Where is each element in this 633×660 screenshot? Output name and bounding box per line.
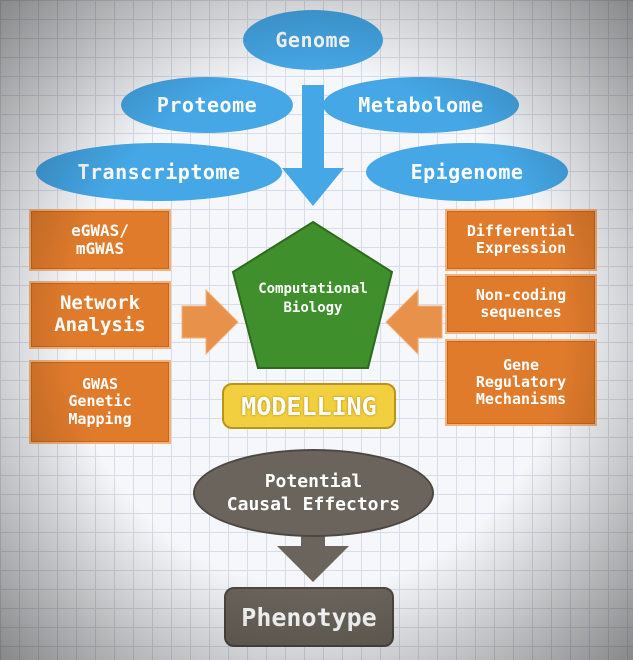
ewas-box: eGWAS/ mGWAS: [29, 209, 171, 271]
gene-regulatory-box: Gene Regulatory Mechanisms: [445, 339, 597, 426]
noncoding-label: Non-coding sequences: [475, 285, 567, 321]
epigenome-node: Epigenome: [366, 143, 568, 201]
gwas-label: GWAS Genetic Mapping: [68, 375, 132, 428]
genome-label: Genome: [275, 28, 351, 52]
computational-biology-pentagon: [231, 220, 394, 369]
ewas-label: eGWAS/ mGWAS: [71, 220, 129, 258]
epigenome-label: Epigenome: [410, 160, 524, 184]
network-analysis-box: Network Analysis: [29, 281, 171, 349]
noncoding-box: Non-coding sequences: [445, 274, 597, 334]
genome-node: Genome: [243, 10, 383, 70]
differential-expression-box: Differential Expression: [445, 209, 597, 271]
differential-expression-label: Differential Expression: [466, 221, 576, 257]
gene-regulatory-label: Gene Regulatory Mechanisms: [475, 355, 567, 409]
computational-biology-label: Computational Biology: [258, 281, 368, 316]
effectors-to-phenotype-arrow: [277, 536, 349, 582]
transcriptome-label: Transcriptome: [77, 160, 241, 184]
metabolome-label: Metabolome: [358, 93, 484, 117]
network-analysis-label: Network Analysis: [54, 292, 146, 336]
omics-to-biology-arrow: [282, 85, 344, 206]
right-input-arrow: [385, 288, 443, 356]
causal-effectors-node: Potential Causal Effectors: [193, 449, 434, 537]
modelling-label: MODELLING: [241, 391, 377, 421]
causal-effectors-label: Potential Causal Effectors: [226, 470, 401, 515]
left-input-arrow: [181, 288, 239, 356]
phenotype-box: Phenotype: [224, 587, 394, 647]
metabolome-node: Metabolome: [323, 77, 519, 133]
gwas-box: GWAS Genetic Mapping: [29, 360, 171, 444]
modelling-box: MODELLING: [222, 383, 396, 429]
proteome-node: Proteome: [121, 77, 293, 133]
transcriptome-node: Transcriptome: [36, 143, 282, 201]
phenotype-label: Phenotype: [241, 602, 377, 632]
proteome-label: Proteome: [156, 93, 258, 117]
